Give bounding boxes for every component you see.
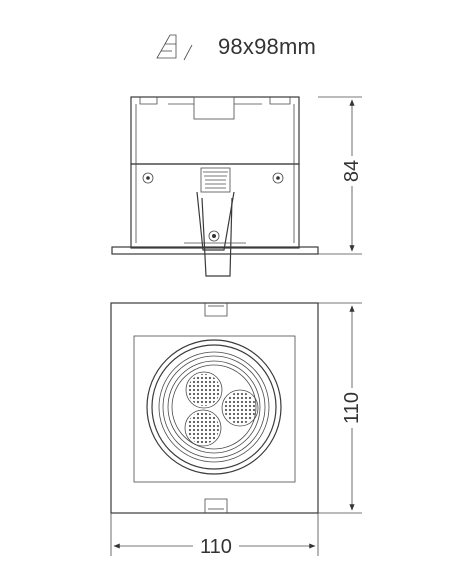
top-view [110,302,319,514]
depth-dimension: 110 [318,302,363,514]
width-dimension: 110 [110,513,319,558]
cutout-icon [156,34,193,61]
depth-value: 110 [341,392,363,424]
height-value: 84 [341,160,363,182]
outer-ring [146,339,282,475]
side-view [111,96,319,277]
screw-right [272,172,284,184]
housing-lower [130,163,300,249]
led-right [221,389,259,427]
led-bottom [184,409,222,447]
inner-frame [133,335,296,483]
height-dimension: 84 [318,96,363,255]
housing-upper [130,96,300,165]
led-top [185,371,223,409]
top-box [193,96,235,120]
flange [111,246,319,255]
outer-frame [110,302,319,514]
width-value: 110 [200,536,232,558]
cutout-size-label: 98x98mm [218,34,316,59]
screw-left [142,172,154,184]
spring-clip [196,167,235,277]
